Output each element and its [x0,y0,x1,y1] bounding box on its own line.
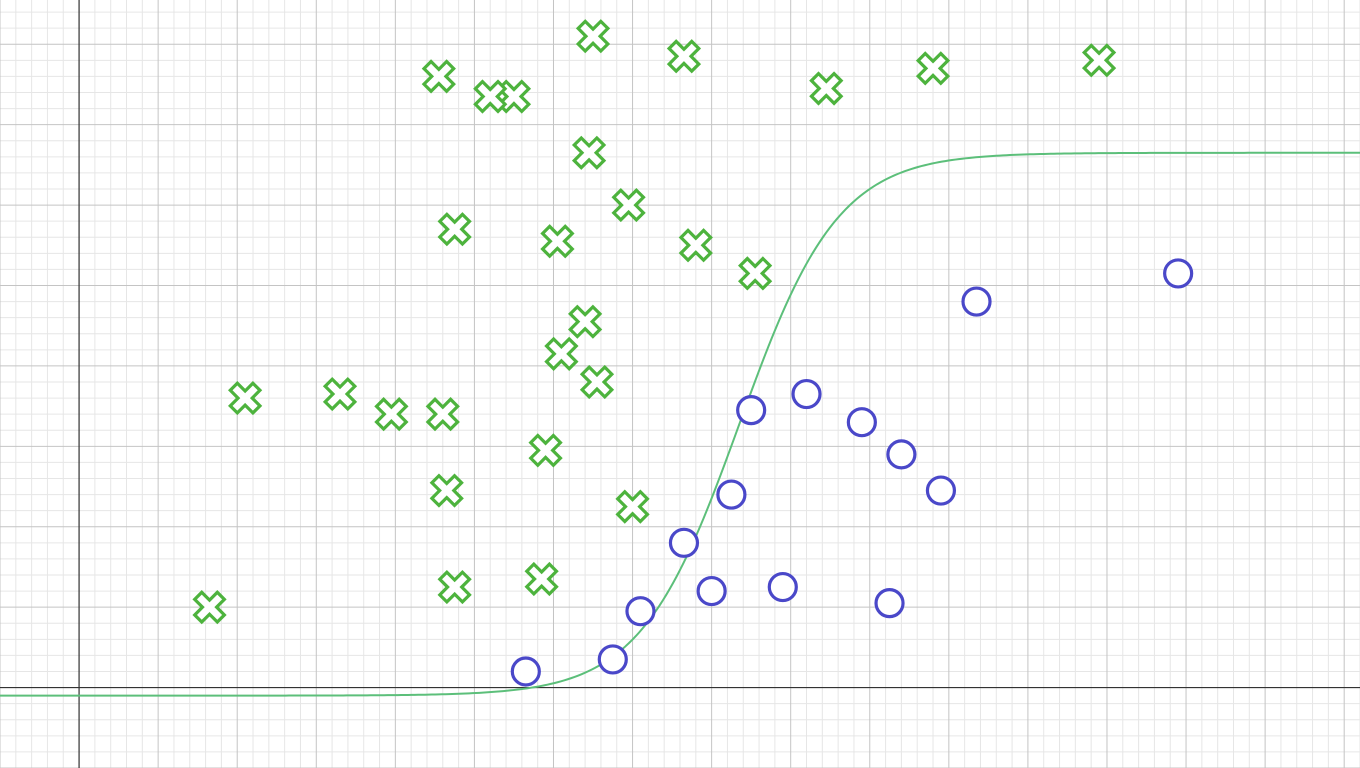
x-marker-shape [429,473,464,508]
x-marker-point [429,473,464,508]
x-marker-shape [192,590,227,625]
circle-marker-point [668,527,700,558]
circle-marker-point [597,644,628,675]
decision-curve-layer [0,151,1360,697]
x-marker-shape [666,39,702,74]
x-marker-shape [524,561,559,597]
x-marker-point [544,336,579,371]
x-marker-point [666,39,702,74]
x-marker-shape [528,433,563,468]
x-marker-shape [473,79,508,114]
x-marker-shape [575,19,611,54]
circle-marker-point [886,439,917,470]
x-marker-shape [915,51,951,86]
x-marker-shape [374,397,409,432]
x-marker-shape [322,376,358,412]
x-marker-shape [615,489,650,524]
x-marker-shape [544,336,579,371]
x-marker-shape [228,380,263,416]
circle-marker-point [846,407,877,438]
x-marker-shape [571,135,607,170]
x-marker-point [678,228,713,263]
x-marker-point [437,569,472,605]
circle-marker-point [961,286,992,317]
circle-marker-point [696,575,727,607]
x-marker-shape [568,304,603,339]
x-marker-shape [540,224,575,259]
x-marker-point [540,224,575,259]
x-marker-shape [437,212,472,247]
x-marker-shape [678,228,713,263]
x-marker-point [473,79,508,114]
x-marker-shape [1081,43,1117,78]
x-marker-shape [738,256,773,291]
x-marker-point [437,212,472,247]
circle-marker-point [791,378,822,410]
circle-marker-point [874,588,905,619]
x-marker-point [579,364,615,400]
x-marker-point [1081,43,1117,78]
x-marker-point [374,397,409,432]
x-marker-shape [437,569,472,605]
x-marker-point [809,71,844,106]
x-marker-point [611,187,646,223]
x-marker-point [528,433,563,468]
circle-marker-point [625,596,656,627]
x-marker-point [192,590,227,625]
x-marker-point [571,135,607,170]
x-marker-point [738,256,773,291]
x-marker-point [615,489,650,524]
x-marker-point [524,561,559,597]
x-marker-point [575,19,611,54]
x-marker-point [425,397,460,432]
x-marker-point [421,59,456,94]
circle-marker-point [1163,258,1194,289]
x-marker-shape [425,397,460,432]
circle-marker-point [736,395,767,426]
circle-marker-point [925,475,957,506]
x-marker-shape [611,187,646,223]
x-marker-shape [421,59,456,94]
x-marker-point [915,51,951,86]
sigmoid-curve [0,151,1360,697]
x-marker-shape [809,71,844,106]
x-marker-point [228,380,263,416]
circle-marker-point [767,571,798,603]
data-points-layer [192,19,1194,687]
x-marker-point [568,304,603,339]
x-marker-point [322,376,358,412]
circle-marker-point [510,656,541,687]
x-marker-shape [579,364,615,400]
circle-marker-point [716,479,747,510]
